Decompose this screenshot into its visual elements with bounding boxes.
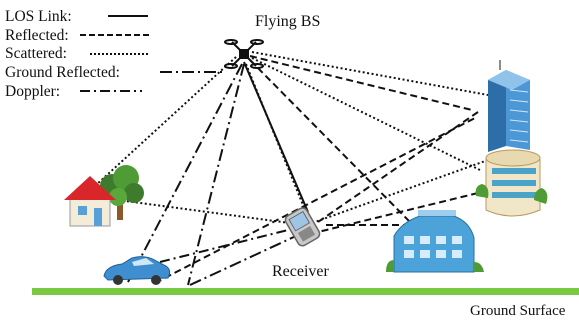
legend-reflected-label: Reflected: — [5, 27, 69, 44]
reflected-link-to-office — [249, 59, 411, 223]
ground-reflected-link-to-car — [127, 63, 243, 283]
propagation-links — [95, 51, 489, 286]
skyscraper-icon — [488, 60, 530, 152]
reflected-link-ground-to-tower — [154, 117, 476, 284]
car-icon — [103, 256, 171, 285]
ground-reflected-link-to-ground — [187, 63, 245, 286]
ground-surface-bar — [32, 288, 579, 295]
ground-surface-label: Ground Surface — [470, 303, 566, 319]
house-icon — [64, 176, 116, 227]
scattered-link-round-to-receiver — [314, 159, 489, 223]
receiver-label: Receiver — [272, 263, 330, 280]
legend-scattered-label: Scattered: — [5, 45, 67, 62]
scattered-link-to-house — [95, 56, 237, 186]
scattered-link-to-round-building — [251, 57, 481, 171]
los-link — [243, 61, 309, 213]
office-building-icon — [386, 210, 484, 273]
reflected-link-round-to-receiver — [317, 192, 479, 233]
scattered-link-near-los — [245, 63, 306, 211]
round-building-icon — [475, 149, 548, 217]
legend-ground-reflected-label: Ground Reflected: — [5, 64, 120, 81]
scattered-link-to-tower — [251, 51, 489, 96]
legend-doppler-label: Doppler: — [5, 83, 60, 100]
doppler-link-car-to-receiver — [159, 227, 297, 263]
reflected-link-to-tower — [249, 55, 473, 111]
flying-bs-label: Flying BS — [255, 13, 320, 30]
phone-icon — [284, 207, 321, 247]
ground-reflected-link-ground-to-receiver — [189, 235, 297, 286]
scattered-link-tree-to-receiver — [117, 199, 298, 225]
legend: LOS Link: Reflected: Scattered: Ground R… — [5, 8, 222, 100]
legend-los-label: LOS Link: — [5, 8, 72, 25]
drone-icon — [224, 39, 264, 69]
